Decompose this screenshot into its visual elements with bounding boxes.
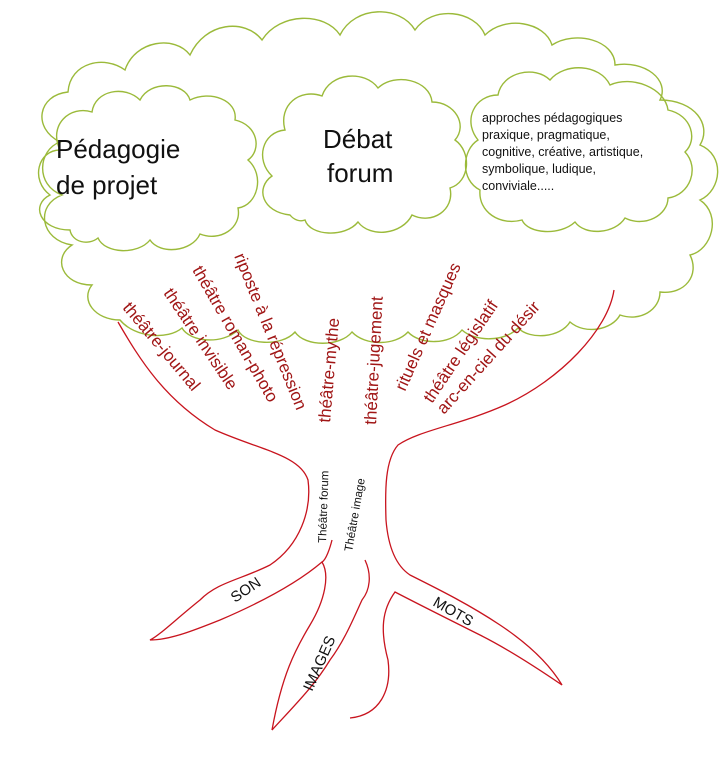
root-left-tip [321,539,333,563]
canopy [37,11,719,344]
svg-text:Pédagogie de projet: Pédagogie de projet [56,134,188,200]
canopy-right-line-2: praxique, pragmatique, [482,128,610,142]
canopy-text: Pédagogie de projet Débat forum approche… [56,111,647,200]
canopy-right-line-4: symbolique, ludique, [482,162,596,176]
branch-labels: théâtre-journal théâtre invisible théâtr… [119,250,544,425]
canopy-right-cloud [464,67,693,233]
trunk-labels: Théâtre forum Théâtre image [317,470,368,552]
svg-text:Débat forum: Débat forum [323,124,400,188]
trunk-left-contour [117,321,327,731]
root-label-middle: IMAGES [300,633,339,693]
branch-label-5: théâtre-mythe [315,317,343,423]
trunk-label-right: Théâtre image [343,477,368,552]
branch-label-6: théâtre-jugement [361,296,387,426]
canopy-center-cloud [262,75,468,234]
canopy-right-line-5: conviviale..... [482,179,554,193]
canopy-left-cloud [37,85,259,252]
canopy-right-line-3: cognitive, créative, artistique, [482,145,643,159]
canopy-center-line-1: Débat [323,124,393,154]
canopy-left-line-2: de projet [56,170,158,200]
root-labels: SON IMAGES MOTS [228,574,476,694]
svg-text:approches pédagogiques p: approches pédagogiques praxique, pragmat… [482,111,647,193]
canopy-left-line-1: Pédagogie [56,134,180,164]
trunk-and-roots [117,289,615,731]
canopy-center-line-2: forum [327,158,393,188]
trunk-middle-root [271,559,370,731]
root-label-right: MOTS [430,594,476,630]
trunk-label-left: Théâtre forum [317,470,332,543]
trunk-right-contour [349,289,615,719]
canopy-right-line-1: approches pédagogiques [482,111,622,125]
canopy-outer-cloud [41,11,719,344]
